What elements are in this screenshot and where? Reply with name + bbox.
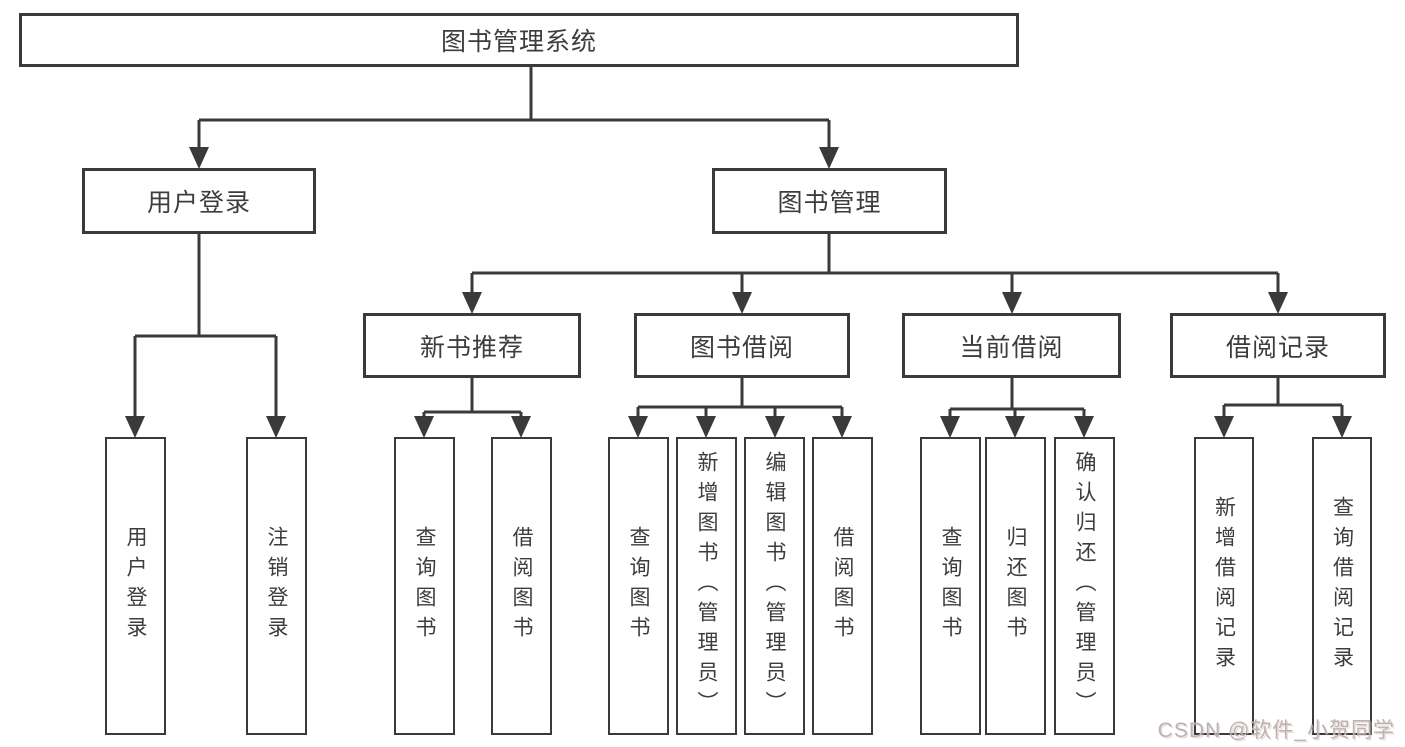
arrow-down-icon [819, 147, 839, 169]
node-user-login: 用户登录 [82, 168, 316, 234]
node-label: 确认归还（管理员） [1073, 451, 1096, 721]
leaf-add-borrow-record: 新增借阅记录 [1194, 437, 1254, 735]
node-label: 当前借阅 [959, 333, 1064, 362]
arrow-down-icon [696, 416, 716, 438]
arrow-down-icon [765, 416, 785, 438]
leaf-logout: 注销登录 [246, 437, 307, 735]
node-book-borrowing: 图书借阅 [634, 313, 850, 378]
connector-root-to-level2 [189, 67, 839, 169]
arrow-down-icon [1268, 292, 1288, 314]
node-label: 查询借阅记录 [1330, 496, 1354, 676]
arrow-down-icon [511, 416, 531, 438]
node-label: 借阅图书 [831, 526, 854, 646]
node-label: 用户登录 [146, 189, 251, 217]
arrow-down-icon [1005, 416, 1025, 438]
arrow-down-icon [1002, 292, 1022, 314]
arrow-down-icon [266, 416, 286, 438]
connector-borrowrecord-to-leaves [1214, 378, 1352, 438]
arrow-down-icon [414, 416, 434, 438]
leaf-borrow-book-recommend: 借阅图书 [491, 437, 552, 735]
node-label: 用户登录 [124, 526, 147, 646]
node-label: 查询图书 [413, 526, 436, 646]
node-new-book-recommend: 新书推荐 [363, 313, 581, 378]
connector-userlogin-to-leaves [125, 234, 286, 438]
leaf-add-book-admin: 新增图书（管理员） [676, 437, 737, 735]
node-label: 新增借阅记录 [1212, 496, 1236, 676]
arrow-down-icon [125, 416, 145, 438]
arrow-down-icon [628, 416, 648, 438]
leaf-confirm-return-admin: 确认归还（管理员） [1054, 437, 1115, 735]
leaf-return-book: 归还图书 [985, 437, 1046, 735]
node-label: 借阅记录 [1225, 333, 1330, 362]
leaf-user-login: 用户登录 [105, 437, 166, 735]
arrow-down-icon [1074, 416, 1094, 438]
node-label: 图书管理系统 [440, 28, 597, 56]
node-label: 归还图书 [1004, 526, 1027, 646]
csdn-watermark: CSDN @软件_小贺同学 [1157, 719, 1395, 742]
node-borrowing-records: 借阅记录 [1170, 313, 1386, 378]
arrow-down-icon [940, 416, 960, 438]
arrow-down-icon [732, 292, 752, 314]
arrow-down-icon [189, 147, 209, 169]
node-label: 借阅图书 [510, 526, 533, 646]
node-label: 查询图书 [627, 526, 650, 646]
leaf-query-book-recommend: 查询图书 [394, 437, 455, 735]
connector-bookborrow-to-leaves [628, 378, 852, 438]
node-label: 编辑图书（管理员） [763, 451, 786, 721]
node-label: 图书借阅 [689, 333, 794, 362]
node-current-borrowing: 当前借阅 [902, 313, 1121, 378]
node-system-root: 图书管理系统 [19, 13, 1019, 67]
arrow-down-icon [1332, 416, 1352, 438]
arrow-down-icon [832, 416, 852, 438]
connector-currentborrow-to-leaves [940, 378, 1094, 438]
node-label: 查询图书 [939, 526, 962, 646]
node-label: 注销登录 [265, 526, 288, 646]
leaf-query-book-borrow: 查询图书 [608, 437, 669, 735]
leaf-query-book-current: 查询图书 [920, 437, 981, 735]
arrow-down-icon [462, 292, 482, 314]
connector-bookmgmt-to-level3 [462, 234, 1288, 314]
node-label: 新书推荐 [419, 333, 524, 362]
leaf-edit-book-admin: 编辑图书（管理员） [744, 437, 805, 735]
node-book-management: 图书管理 [712, 168, 947, 234]
leaf-borrow-book: 借阅图书 [812, 437, 873, 735]
node-label: 新增图书（管理员） [695, 451, 718, 721]
leaf-query-borrow-record: 查询借阅记录 [1312, 437, 1372, 735]
node-label: 图书管理 [777, 189, 882, 217]
arrow-down-icon [1214, 416, 1234, 438]
connector-newbook-to-leaves [414, 378, 531, 438]
